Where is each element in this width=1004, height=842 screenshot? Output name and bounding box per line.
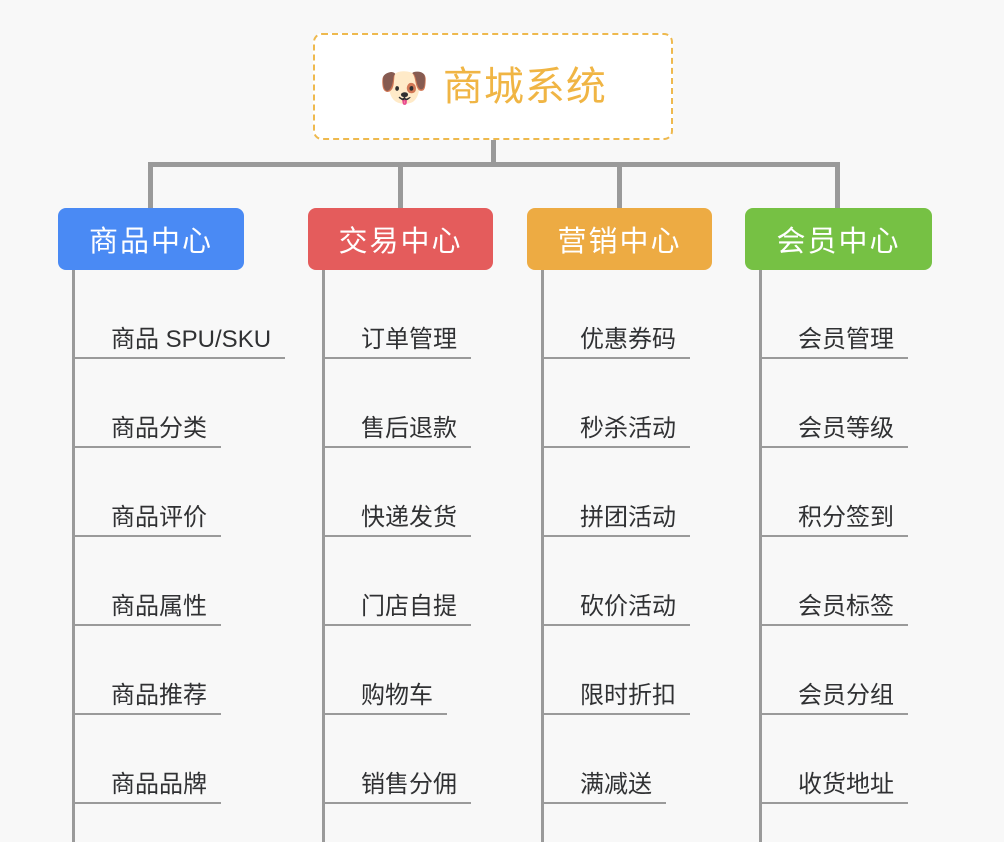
list-item[interactable]: 限时折扣 bbox=[544, 626, 747, 715]
list-item[interactable]: 商品品牌 bbox=[75, 715, 318, 804]
leaf-label: 商品品牌 bbox=[111, 770, 207, 798]
list-item[interactable]: 售后退款 bbox=[325, 359, 528, 448]
list-item[interactable]: 购物车 bbox=[325, 626, 528, 715]
list-item[interactable]: 商品评价 bbox=[75, 448, 318, 537]
leaf-underline bbox=[75, 446, 221, 448]
branch-trunk-trade: 订单管理 售后退款 快递发货 门店自提 购物车 销售分佣 bbox=[322, 270, 528, 842]
list-item[interactable]: 销售分佣 bbox=[325, 715, 528, 804]
leaf-underline bbox=[325, 357, 471, 359]
list-item[interactable]: 商品 SPU/SKU bbox=[75, 270, 318, 359]
category-header-trade[interactable]: 交易中心 bbox=[308, 208, 493, 270]
leaf-label: 商品推荐 bbox=[111, 681, 207, 709]
leaf-label: 限时折扣 bbox=[580, 681, 676, 709]
leaf-underline bbox=[544, 535, 690, 537]
leaf-label: 商品属性 bbox=[111, 592, 207, 620]
leaf-underline bbox=[762, 624, 908, 626]
list-item[interactable]: 商品属性 bbox=[75, 537, 318, 626]
leaf-label: 收货地址 bbox=[798, 770, 894, 798]
category-column-marketing: 营销中心 优惠券码 秒杀活动 拼团活动 砍价活动 限时折扣 bbox=[527, 208, 747, 842]
leaf-underline bbox=[762, 446, 908, 448]
list-item[interactable]: 优惠券码 bbox=[544, 270, 747, 359]
category-header-label: 会员中心 bbox=[776, 226, 901, 258]
leaf-label: 秒杀活动 bbox=[580, 414, 676, 442]
leaf-underline bbox=[325, 802, 471, 804]
connector-drop-1 bbox=[148, 162, 153, 208]
category-header-label: 交易中心 bbox=[338, 226, 463, 258]
leaf-underline bbox=[544, 624, 690, 626]
leaf-label: 订单管理 bbox=[361, 325, 457, 353]
list-item[interactable]: 收货地址 bbox=[762, 715, 965, 804]
list-item[interactable]: 会员分组 bbox=[762, 626, 965, 715]
leaf-label: 快递发货 bbox=[361, 503, 457, 531]
leaf-underline bbox=[325, 624, 471, 626]
leaf-label: 售后退款 bbox=[361, 414, 457, 442]
leaf-label: 会员标签 bbox=[798, 592, 894, 620]
leaf-underline bbox=[544, 802, 666, 804]
leaf-underline bbox=[75, 713, 221, 715]
connector-drop-2 bbox=[398, 162, 403, 208]
leaf-underline bbox=[544, 357, 690, 359]
branch-trunk-member: 会员管理 会员等级 积分签到 会员标签 会员分组 收货地址 bbox=[759, 270, 965, 842]
list-item[interactable]: 商品推荐 bbox=[75, 626, 318, 715]
leaf-underline bbox=[75, 624, 221, 626]
leaf-label: 会员分组 bbox=[798, 681, 894, 709]
list-item[interactable]: 会员等级 bbox=[762, 359, 965, 448]
category-column-member: 会员中心 会员管理 会员等级 积分签到 会员标签 会员分组 bbox=[745, 208, 965, 842]
category-header-label: 营销中心 bbox=[557, 226, 682, 258]
category-header-label: 商品中心 bbox=[88, 226, 213, 258]
leaf-label: 优惠券码 bbox=[580, 325, 676, 353]
list-item[interactable]: 秒杀活动 bbox=[544, 359, 747, 448]
root-title: 商城系统 bbox=[442, 64, 607, 109]
list-item[interactable]: 会员管理 bbox=[762, 270, 965, 359]
leaf-label: 会员等级 bbox=[798, 414, 894, 442]
connector-drop-4 bbox=[835, 162, 840, 208]
leaf-underline bbox=[325, 446, 471, 448]
leaf-underline bbox=[75, 357, 285, 359]
branch-trunk-marketing: 优惠券码 秒杀活动 拼团活动 砍价活动 限时折扣 满减送 bbox=[541, 270, 747, 842]
category-header-marketing[interactable]: 营销中心 bbox=[527, 208, 712, 270]
leaf-label: 商品分类 bbox=[111, 414, 207, 442]
list-item[interactable]: 门店自提 bbox=[325, 537, 528, 626]
leaf-label: 购物车 bbox=[361, 681, 433, 709]
list-item[interactable]: 满减送 bbox=[544, 715, 747, 804]
leaf-underline bbox=[544, 713, 690, 715]
leaf-label: 商品 SPU/SKU bbox=[111, 325, 272, 353]
list-item[interactable]: 快递发货 bbox=[325, 448, 528, 537]
category-header-member[interactable]: 会员中心 bbox=[745, 208, 932, 270]
leaf-label: 拼团活动 bbox=[580, 503, 676, 531]
leaf-underline bbox=[762, 357, 908, 359]
list-item[interactable]: 订单管理 bbox=[325, 270, 528, 359]
leaf-label: 商品评价 bbox=[111, 503, 207, 531]
leaf-label: 门店自提 bbox=[361, 592, 457, 620]
connector-drop-3 bbox=[617, 162, 622, 208]
category-header-product[interactable]: 商品中心 bbox=[58, 208, 244, 270]
leaf-underline bbox=[762, 535, 908, 537]
leaf-underline bbox=[544, 446, 690, 448]
branch-trunk-product: 商品 SPU/SKU 商品分类 商品评价 商品属性 商品推荐 商品品牌 bbox=[72, 270, 318, 842]
connector-horizontal-bus bbox=[148, 162, 840, 167]
leaf-label: 满减送 bbox=[580, 770, 652, 798]
list-item[interactable]: 砍价活动 bbox=[544, 537, 747, 626]
leaf-underline bbox=[762, 713, 908, 715]
leaf-label: 销售分佣 bbox=[361, 770, 457, 798]
leaf-underline bbox=[75, 802, 221, 804]
leaf-label: 会员管理 bbox=[798, 325, 894, 353]
leaf-underline bbox=[762, 802, 908, 804]
list-item[interactable]: 积分签到 bbox=[762, 448, 965, 537]
leaf-underline bbox=[75, 535, 221, 537]
category-column-trade: 交易中心 订单管理 售后退款 快递发货 门店自提 购物车 bbox=[308, 208, 528, 842]
leaf-underline bbox=[325, 713, 447, 715]
list-item[interactable]: 会员标签 bbox=[762, 537, 965, 626]
list-item[interactable]: 拼团活动 bbox=[544, 448, 747, 537]
root-node[interactable]: 🐶 商城系统 bbox=[313, 33, 673, 140]
category-column-product: 商品中心 商品 SPU/SKU 商品分类 商品评价 商品属性 商品推荐 bbox=[58, 208, 318, 842]
leaf-underline bbox=[325, 535, 471, 537]
dog-face-icon: 🐶 bbox=[379, 65, 429, 110]
connector-root-stem bbox=[491, 140, 496, 167]
leaf-label: 砍价活动 bbox=[580, 592, 676, 620]
leaf-label: 积分签到 bbox=[798, 503, 894, 531]
list-item[interactable]: 商品分类 bbox=[75, 359, 318, 448]
